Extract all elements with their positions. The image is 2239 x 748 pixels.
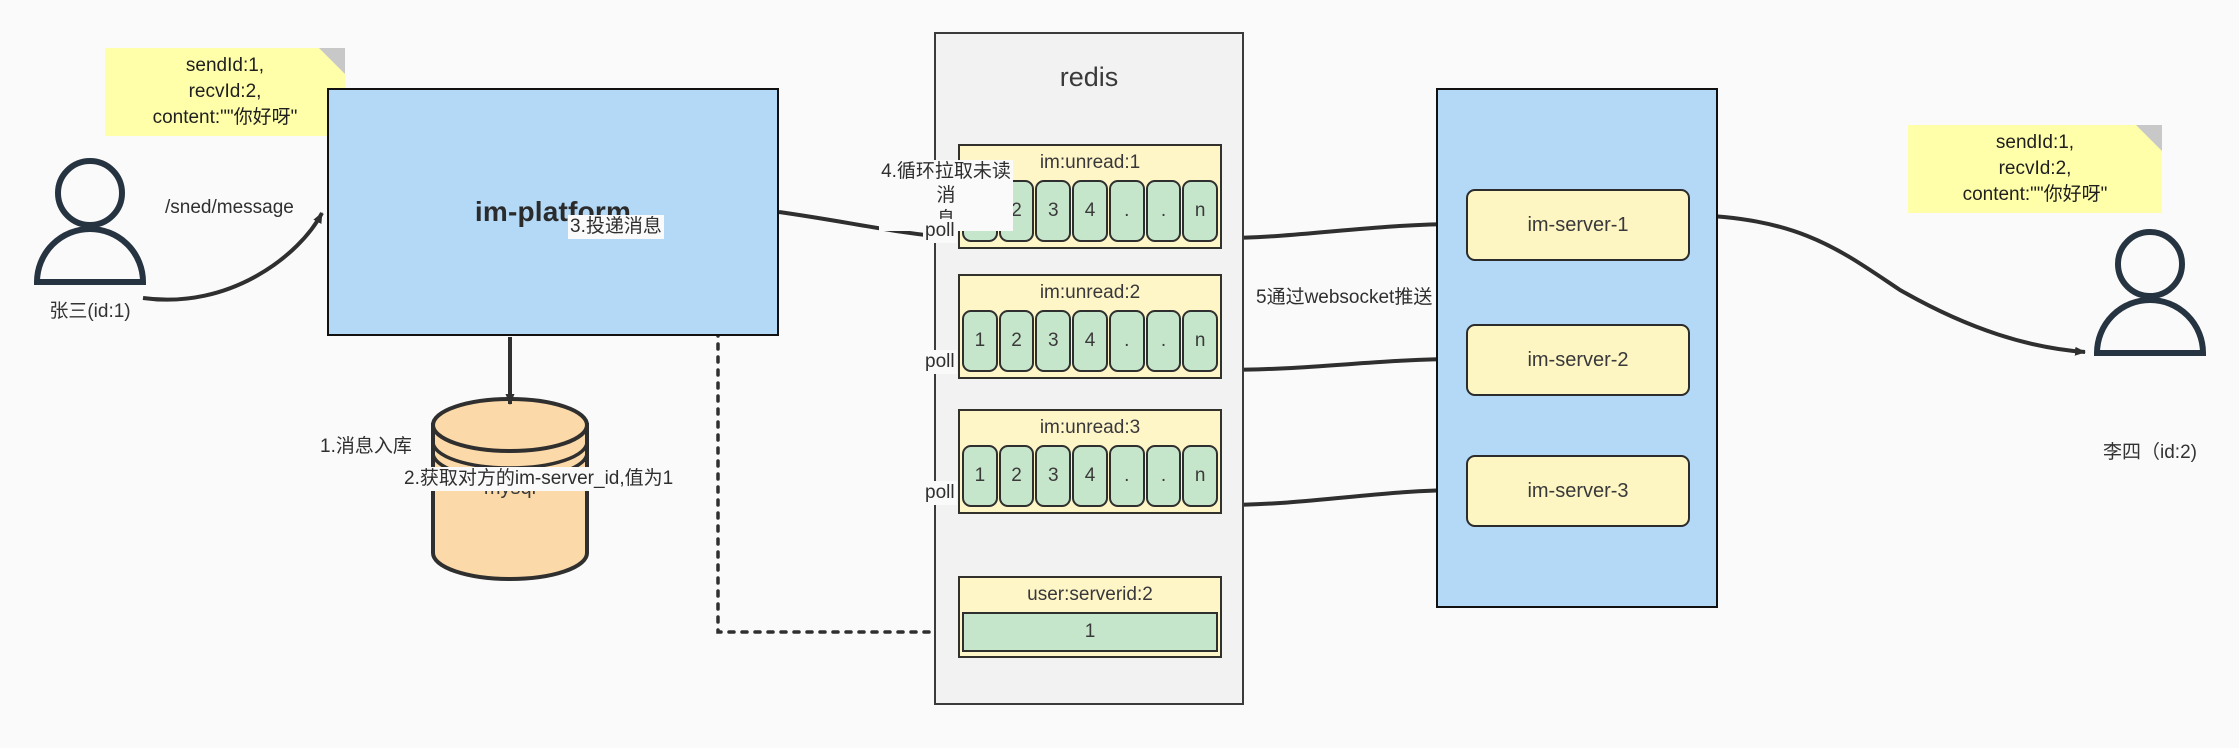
- edge-label-step5: 5通过websocket推送: [1254, 286, 1435, 310]
- redis-container: redis im:unread:1 1 2 3 4 . . n im:unrea…: [934, 32, 1244, 705]
- redis-cell[interactable]: 1: [962, 445, 998, 507]
- redis-cell[interactable]: 2: [998, 310, 1035, 372]
- edge-label-poll-1: poll: [923, 219, 957, 243]
- redis-cell[interactable]: 1: [962, 310, 998, 372]
- redis-cells-2: 1 2 3 4 . . n: [960, 310, 1220, 372]
- redis-cell[interactable]: 3: [1035, 180, 1072, 242]
- redis-key-group-serverid[interactable]: user:serverid:2 1: [958, 576, 1222, 658]
- edge-server1-to-receiver: [1689, 213, 2086, 356]
- redis-cell[interactable]: .: [1108, 445, 1145, 507]
- note-fold-icon: [2136, 125, 2162, 151]
- redis-cell[interactable]: .: [1108, 180, 1145, 242]
- edge-label-poll-2: poll: [923, 350, 957, 374]
- redis-cell[interactable]: 3: [1035, 445, 1072, 507]
- redis-cell[interactable]: n: [1182, 180, 1219, 242]
- redis-key-name-3: im:unread:3: [1039, 417, 1141, 438]
- redis-serverid-key-name: user:serverid:2: [1027, 584, 1153, 605]
- edge-label-step2: 2.获取对方的im-server_id,值为1: [402, 467, 676, 491]
- sender-actor-icon: [33, 158, 147, 285]
- edge-label-step3: 3.投递消息: [568, 215, 664, 239]
- receiver-label: 李四（id:2): [2103, 442, 2197, 463]
- note-right-text: sendId:1, recvId:2, content:""你好呀": [1962, 131, 2108, 206]
- edge-label-step1: 1.消息入库: [318, 435, 414, 459]
- redis-cell[interactable]: .: [1145, 445, 1182, 507]
- redis-title: redis: [1059, 62, 1119, 92]
- redis-cells-3: 1 2 3 4 . . n: [960, 445, 1220, 507]
- edge-label-send-message: /sned/message: [163, 196, 296, 220]
- redis-cell[interactable]: 4: [1072, 445, 1108, 507]
- redis-cell[interactable]: .: [1145, 180, 1182, 242]
- im-server-3-label: im-server-3: [1527, 479, 1629, 502]
- redis-cell[interactable]: n: [1182, 445, 1219, 507]
- edge-redis2-to-server2: [1221, 354, 1462, 372]
- edge-label-poll-3: poll: [923, 481, 957, 505]
- redis-cell[interactable]: .: [1145, 310, 1182, 372]
- edge-redis1-to-server1: [1221, 219, 1462, 240]
- redis-serverid-value[interactable]: 1: [962, 612, 1218, 652]
- note-right: sendId:1, recvId:2, content:""你好呀": [1908, 125, 2162, 213]
- redis-cell[interactable]: n: [1182, 310, 1219, 372]
- redis-key-name-1: im:unread:1: [1039, 152, 1141, 173]
- im-server-2-label: im-server-2: [1527, 348, 1629, 371]
- im-server-1-box[interactable]: im-server-1: [1466, 189, 1690, 261]
- edge-redis3-to-server3: [1221, 485, 1462, 507]
- mysql-node[interactable]: mysql: [433, 425, 587, 579]
- redis-cell[interactable]: 3: [1035, 310, 1072, 372]
- im-platform-box[interactable]: im-platform: [327, 88, 779, 336]
- redis-key-name-2: im:unread:2: [1039, 282, 1141, 303]
- im-server-2-box[interactable]: im-server-2: [1466, 324, 1690, 396]
- receiver-actor-icon: [2093, 229, 2207, 356]
- note-left: sendId:1, recvId:2, content:""你好呀": [105, 48, 345, 136]
- im-server-1-label: im-server-1: [1527, 213, 1629, 236]
- note-left-text: sendId:1, recvId:2, content:""你好呀": [152, 54, 298, 129]
- redis-cell[interactable]: 2: [998, 445, 1035, 507]
- sender-label: 张三(id:1): [49, 301, 131, 322]
- redis-key-group-2[interactable]: im:unread:2 1 2 3 4 . . n: [958, 274, 1222, 379]
- redis-cell[interactable]: .: [1108, 310, 1145, 372]
- redis-cell[interactable]: 4: [1072, 180, 1108, 242]
- edge-sender-to-platform: [142, 212, 324, 302]
- im-server-3-box[interactable]: im-server-3: [1466, 455, 1690, 527]
- redis-key-group-3[interactable]: im:unread:3 1 2 3 4 . . n: [958, 409, 1222, 514]
- redis-cell[interactable]: 4: [1072, 310, 1108, 372]
- note-fold-icon: [319, 48, 345, 74]
